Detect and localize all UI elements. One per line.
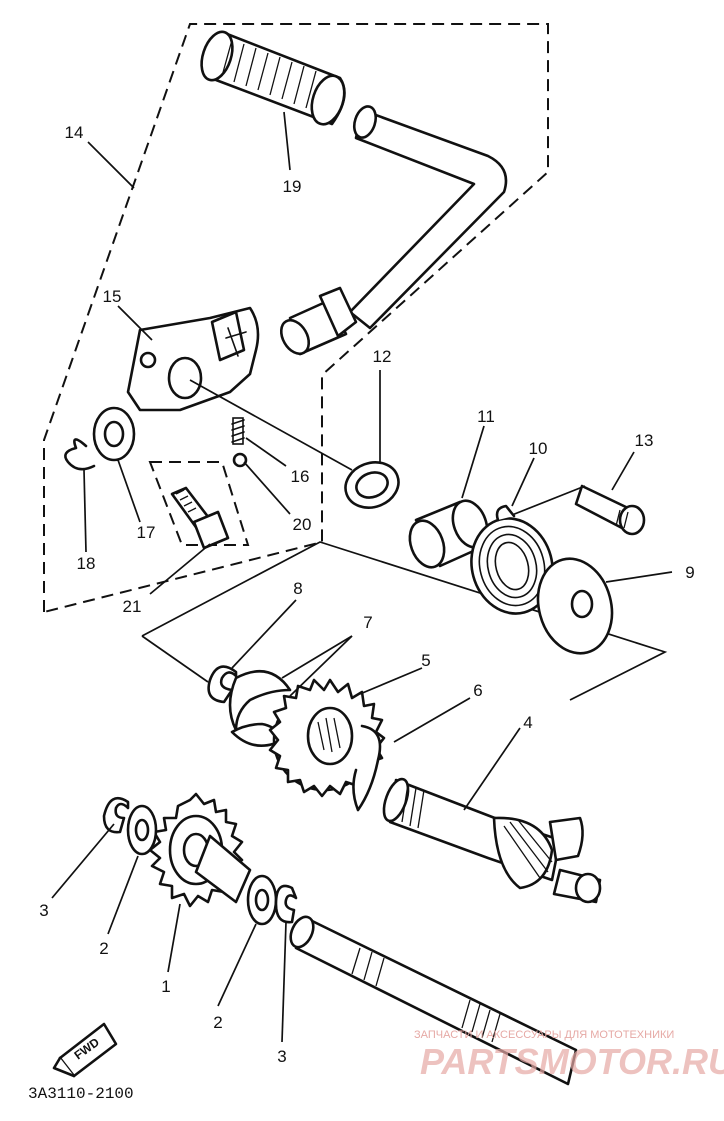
leader-8 xyxy=(231,599,297,669)
leader-5 xyxy=(359,667,423,695)
kick-axle-subassembly-line-lower xyxy=(141,635,209,683)
oil-seal-12 xyxy=(344,461,400,509)
label-11: 11 xyxy=(477,407,495,426)
leader-17 xyxy=(117,459,141,523)
circlip-18 xyxy=(64,438,96,471)
kick-axle-4 xyxy=(382,777,602,904)
leader-19 xyxy=(283,111,291,171)
label-14: 14 xyxy=(65,123,84,142)
leader-7b xyxy=(289,635,353,697)
label-6: 6 xyxy=(473,681,482,700)
bolt-group-outline xyxy=(148,461,250,546)
spring-pin-13 xyxy=(574,484,646,536)
leader-3b xyxy=(281,921,287,1043)
label-2b: 2 xyxy=(213,1013,222,1032)
leader-9 xyxy=(605,571,673,583)
watermark-tagline: ЗАПЧАСТИ И АКСЕССУАРЫ ДЛЯ МОТОТЕХНИКИ xyxy=(414,1029,674,1041)
detent-spring xyxy=(231,417,245,445)
label-19: 19 xyxy=(283,177,302,196)
kick-grip xyxy=(200,30,346,126)
plate-washer-9 xyxy=(536,557,614,655)
kick-crank-assembly-outline xyxy=(43,23,549,613)
detent-ball xyxy=(232,452,248,468)
label-18: 18 xyxy=(77,554,96,573)
leader-2b xyxy=(217,923,257,1007)
leader-10 xyxy=(511,457,535,507)
label-13: 13 xyxy=(635,431,654,450)
leader-7a xyxy=(281,635,353,679)
label-3b: 3 xyxy=(277,1047,286,1066)
spring-pin-guide-line xyxy=(511,485,586,516)
leader-11 xyxy=(461,425,485,499)
label-10: 10 xyxy=(529,439,548,458)
label-2a: 2 xyxy=(99,939,108,958)
leader-2a xyxy=(107,855,139,935)
clip-spring-6 xyxy=(352,724,382,812)
leader-15 xyxy=(117,305,153,341)
leader-6 xyxy=(393,697,471,743)
label-7: 7 xyxy=(363,613,372,632)
washer-2-left xyxy=(126,804,158,856)
watermark-brand: PARTSMOTOR.RU xyxy=(420,1041,724,1082)
label-12: 12 xyxy=(373,347,392,366)
axis-line xyxy=(189,379,353,471)
circlip-3-right xyxy=(274,884,298,924)
label-21: 21 xyxy=(123,597,142,616)
leader-3a xyxy=(51,823,115,899)
leader-20 xyxy=(243,461,291,515)
washer-2-right xyxy=(246,874,278,926)
label-16: 16 xyxy=(291,467,310,486)
label-9: 9 xyxy=(685,563,694,582)
leader-4 xyxy=(463,727,521,811)
label-8: 8 xyxy=(293,579,302,598)
label-15: 15 xyxy=(103,287,122,306)
washer-17 xyxy=(92,406,136,462)
label-20: 20 xyxy=(293,515,312,534)
label-3a: 3 xyxy=(39,901,48,920)
leader-21 xyxy=(149,543,211,595)
label-4: 4 xyxy=(523,713,532,732)
leader-16 xyxy=(245,437,287,467)
kick-crank-arm xyxy=(279,105,508,356)
leader-13 xyxy=(611,451,635,491)
ratchet-gear-5 xyxy=(268,678,386,798)
label-1: 1 xyxy=(161,977,170,996)
torsion-spring-10 xyxy=(470,504,554,615)
main-axle-shaft xyxy=(289,915,578,1086)
kick-crank-boss xyxy=(126,306,260,412)
fwd-arrow-icon: FWD xyxy=(52,1022,118,1078)
circlip-3-left xyxy=(102,797,130,834)
leader-14 xyxy=(87,141,135,189)
bolt-21 xyxy=(170,486,230,550)
leader-18 xyxy=(83,469,87,553)
drawing-code: 3A3110-2100 xyxy=(28,1085,134,1103)
leader-1 xyxy=(167,903,181,973)
kick-idle-gear-1 xyxy=(148,792,252,908)
label-17: 17 xyxy=(137,523,156,542)
label-5: 5 xyxy=(421,651,430,670)
